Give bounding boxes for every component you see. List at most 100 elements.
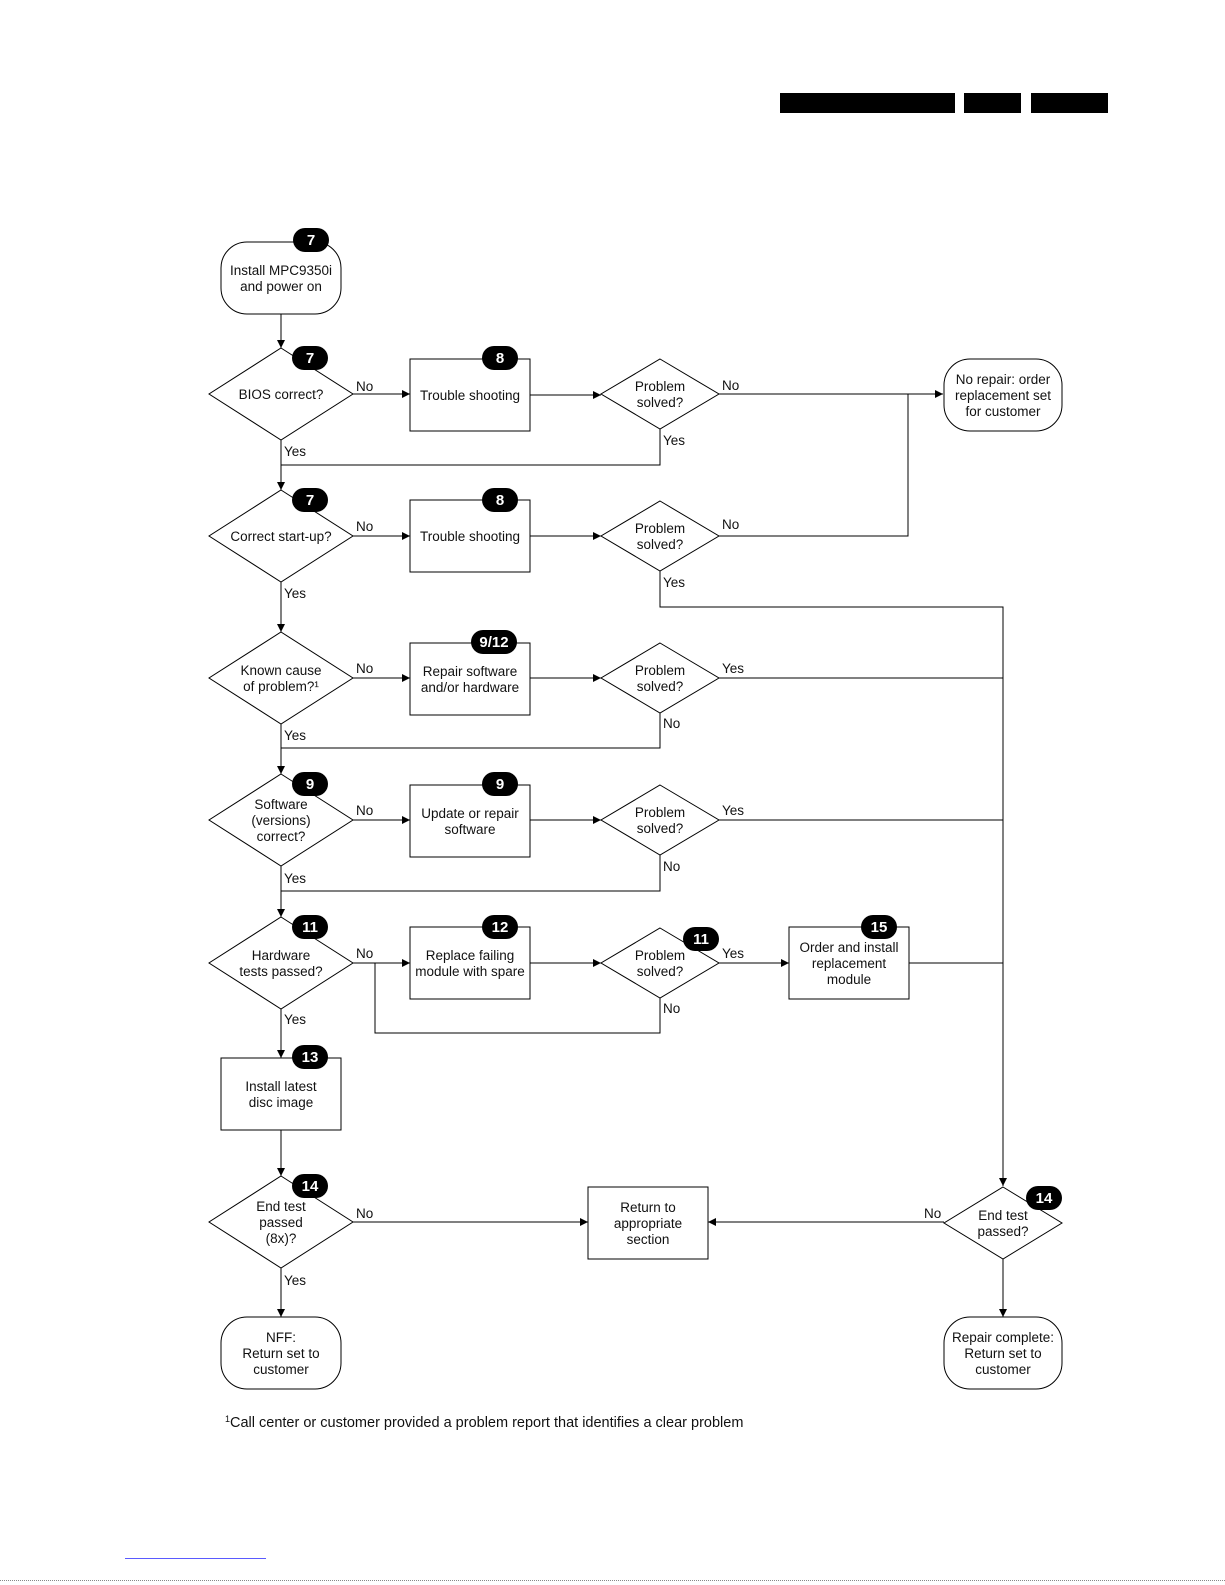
- node-install-label: and power on: [240, 279, 322, 294]
- edge-ps5-no: [374, 963, 661, 1034]
- node-hardware-badge-number: 11: [302, 919, 318, 936]
- node-software-label: correct?: [257, 829, 306, 844]
- node-hardware-label: tests passed?: [239, 964, 322, 979]
- edge-label-known-yes: Yes: [284, 728, 306, 743]
- node-order-badge-number: 15: [871, 919, 888, 936]
- node-ps3-label: Problem: [635, 663, 685, 678]
- node-order-label: module: [827, 972, 871, 987]
- node-ps5-label: solved?: [637, 964, 684, 979]
- node-update-shape: [409, 784, 531, 858]
- node-repair-shape: [409, 642, 531, 716]
- node-ps2-shape: [600, 500, 720, 572]
- header-bar-2: [964, 93, 1021, 113]
- node-repair-label: Repair software: [423, 664, 518, 679]
- edge-label-ps2-no: No: [722, 517, 739, 532]
- edge-label-startup-yes: Yes: [284, 586, 306, 601]
- node-ts1-badge: [482, 346, 518, 370]
- node-order-shape: [788, 926, 910, 1000]
- node-norepair-label: replacement set: [955, 388, 1051, 403]
- footnote: 1Call center or customer provided a prob…: [225, 1414, 743, 1431]
- node-software-label: Software: [254, 797, 307, 812]
- edge-label-software-no: No: [356, 803, 373, 818]
- node-endtest2-badge-number: 14: [1036, 1190, 1053, 1207]
- edge-label-ps3-yes: Yes: [722, 661, 744, 676]
- bottom-dotted-rule: [0, 1580, 1225, 1581]
- node-ps2-label: Problem: [635, 521, 685, 536]
- node-install-badge: [293, 228, 329, 252]
- node-software-label: (versions): [251, 813, 310, 828]
- node-ps1-shape: [600, 358, 720, 430]
- node-software-badge: [292, 772, 328, 796]
- node-ps4-label: Problem: [635, 805, 685, 820]
- node-discimage-badge: [292, 1045, 328, 1069]
- node-ts2-badge: [482, 488, 518, 512]
- edge-label-ps2-yes: Yes: [663, 575, 685, 590]
- node-returnsec-shape: [587, 1186, 709, 1260]
- node-update-label: software: [444, 822, 495, 837]
- edge-ps2-no: [719, 394, 909, 537]
- node-ps5-badge: [683, 927, 719, 951]
- node-complete-shape: [943, 1316, 1063, 1390]
- node-endtest2-badge: [1026, 1186, 1062, 1210]
- node-nff-label: NFF:: [266, 1330, 296, 1345]
- node-bios-badge: [292, 346, 328, 370]
- edge-label-known-no: No: [356, 661, 373, 676]
- node-ps1-label: Problem: [635, 379, 685, 394]
- node-norepair-shape: [943, 358, 1063, 432]
- node-endtest2-label: End test: [978, 1208, 1028, 1223]
- node-endtest1-badge: [292, 1174, 328, 1198]
- node-startup-badge: [292, 488, 328, 512]
- node-startup-badge-number: 7: [306, 492, 314, 509]
- edge-label-bios-no: No: [356, 379, 373, 394]
- node-startup-label: Correct start-up?: [230, 529, 331, 544]
- node-install-shape: [220, 241, 342, 315]
- node-discimage-label: disc image: [249, 1095, 314, 1110]
- node-install-badge-number: 7: [307, 232, 315, 249]
- node-discimage-label: Install latest: [245, 1079, 317, 1094]
- node-install-label: Install MPC9350i: [230, 263, 332, 278]
- footnote-mark: 1: [225, 1414, 231, 1424]
- node-nff-label: Return set to: [242, 1346, 319, 1361]
- node-bios-label: BIOS correct?: [239, 387, 324, 402]
- node-known-label: Known cause: [240, 663, 321, 678]
- edge-label-ps5-no: No: [663, 1001, 680, 1016]
- node-repair-badge: [471, 630, 517, 654]
- bottom-link-underline: [125, 1558, 266, 1559]
- node-returnsec-label: appropriate: [614, 1216, 682, 1231]
- node-software-shape: [208, 773, 354, 867]
- node-replace-label: module with spare: [415, 964, 525, 979]
- node-ps4-label: solved?: [637, 821, 684, 836]
- node-endtest1-shape: [208, 1175, 354, 1269]
- node-replace-badge: [482, 915, 518, 939]
- node-endtest1-badge-number: 14: [302, 1178, 319, 1195]
- header-bar-3: [1031, 93, 1108, 113]
- edge-ps4-no: [281, 855, 661, 892]
- node-ps1-label: solved?: [637, 395, 684, 410]
- edge-ps2-yes: [659, 571, 1007, 1186]
- node-known-label: of problem?¹: [243, 679, 319, 694]
- edge-label-hardware-yes: Yes: [284, 1012, 306, 1027]
- node-norepair-label: for customer: [965, 404, 1041, 419]
- node-update-label: Update or repair: [421, 806, 519, 821]
- node-replace-shape: [409, 926, 531, 1000]
- node-order-label: replacement: [812, 956, 887, 971]
- node-ts1-badge-number: 8: [496, 350, 504, 367]
- edge-label-endtest1-no: No: [356, 1206, 373, 1221]
- node-complete-label: Return set to: [964, 1346, 1041, 1361]
- node-bios-shape: [208, 347, 354, 441]
- node-complete-label: customer: [975, 1362, 1031, 1377]
- node-ts2-shape: [409, 499, 531, 573]
- node-update-badge-number: 9: [496, 776, 504, 793]
- node-hardware-label: Hardware: [252, 948, 311, 963]
- edge-label-startup-no: No: [356, 519, 373, 534]
- node-complete-label: Repair complete:: [952, 1330, 1054, 1345]
- edge-label-hardware-no: No: [356, 946, 373, 961]
- edge-label-software-yes: Yes: [284, 871, 306, 886]
- node-endtest1-label: passed: [259, 1215, 303, 1230]
- edge-ps3-no: [281, 713, 661, 749]
- node-bios-badge-number: 7: [306, 350, 314, 367]
- node-replace-badge-number: 12: [492, 919, 509, 936]
- node-hardware-badge: [292, 915, 328, 939]
- edge-label-ps4-no: No: [663, 859, 680, 874]
- node-ts1-label: Trouble shooting: [420, 388, 520, 403]
